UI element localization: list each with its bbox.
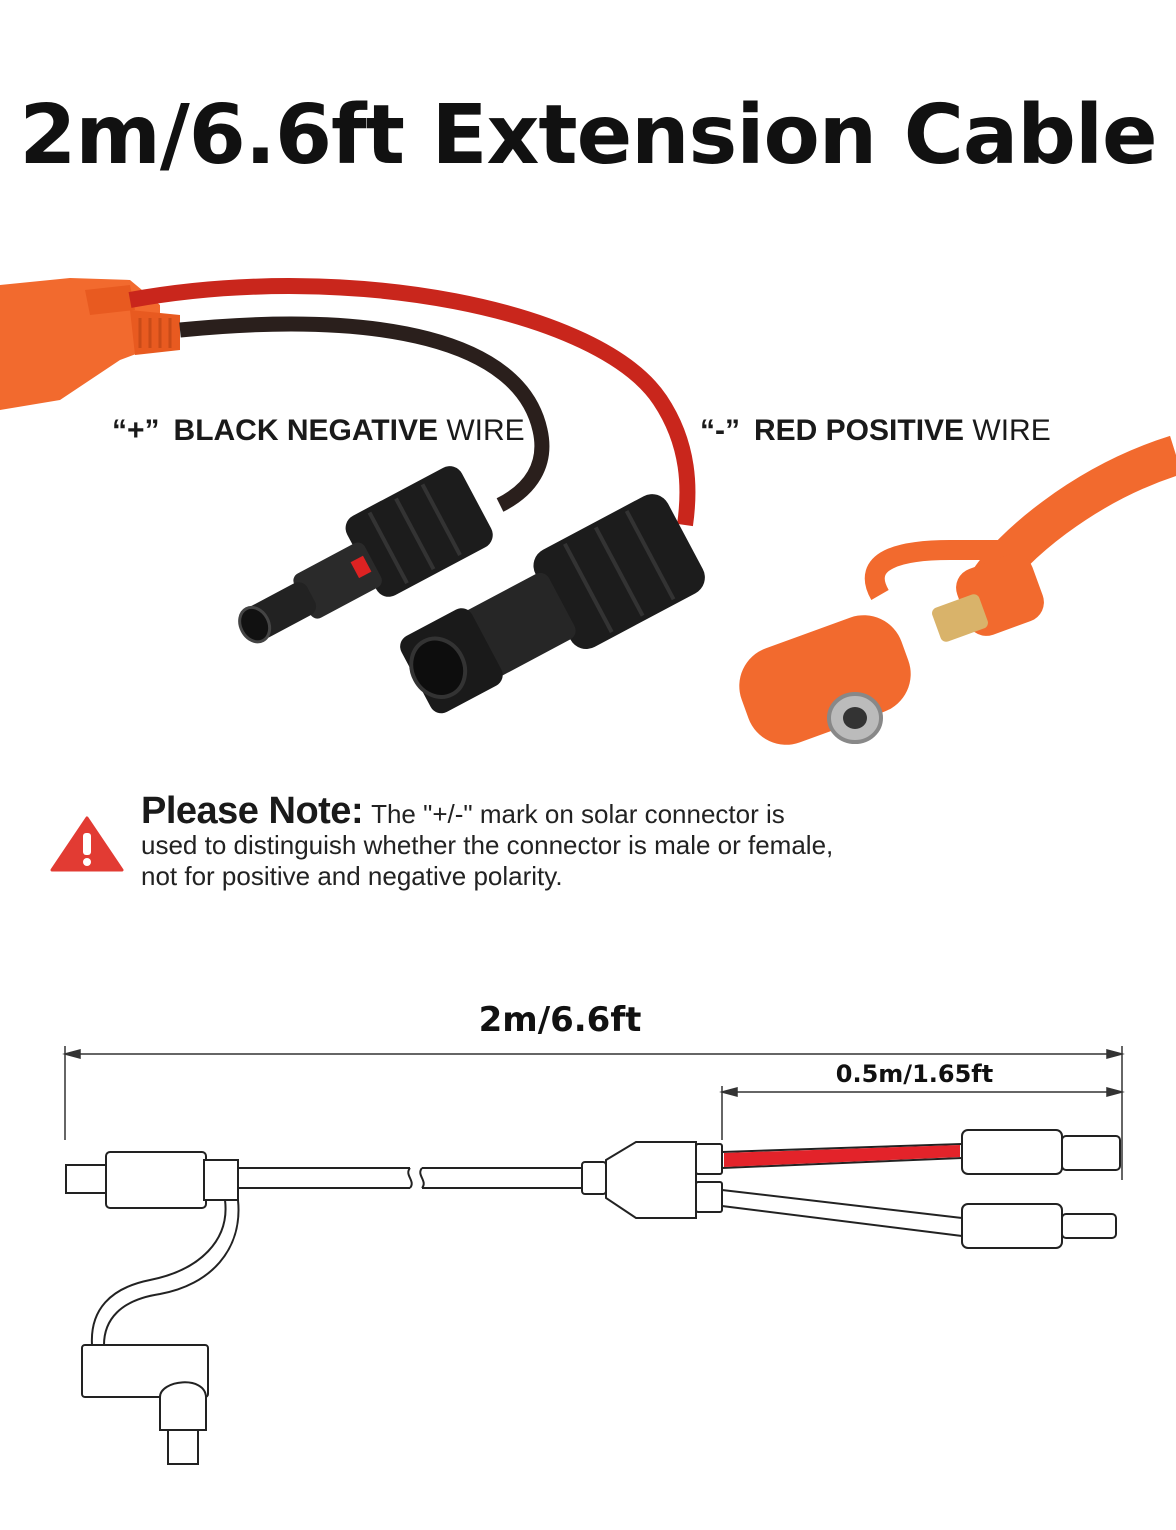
note-heading: Please Note: <box>141 790 364 832</box>
black-wire-icon <box>179 316 550 512</box>
red-positive-wire-label: “-” RED POSITIVE WIRE <box>700 414 1051 448</box>
total-length-label: 2m/6.6ft <box>478 1000 642 1040</box>
red-wire-icon <box>128 278 696 527</box>
cable-dimension-diagram <box>62 1046 1125 1465</box>
note-body: The "+/-" mark on solar connector is use… <box>141 799 834 891</box>
mc4-male-connector-icon <box>238 466 493 644</box>
black-wire-bold-label: BLACK NEGATIVE <box>173 414 438 447</box>
red-wire-bold-label: RED POSITIVE <box>754 414 965 447</box>
page-title: 2m/6.6ft Extension Cable <box>19 88 1157 183</box>
black-wire-mark: “+” <box>112 414 160 447</box>
diagram-red-wire <box>724 1145 960 1167</box>
black-negative-wire-label: “+” BLACK NEGATIVE WIRE <box>112 414 525 448</box>
note-text: Please Note:The "+/-" mark on solar conn… <box>141 792 841 892</box>
red-wire-suffix: WIRE <box>964 414 1051 447</box>
y-splitter-icon <box>0 278 180 410</box>
branch-length-label: 0.5m/1.65ft <box>835 1060 994 1088</box>
black-wire-suffix: WIRE <box>437 414 525 447</box>
product-photo <box>0 278 1176 745</box>
warning-triangle-icon <box>50 816 124 872</box>
mc4-female-connector-icon <box>400 494 705 714</box>
dc-plug-icon <box>739 540 1044 745</box>
red-wire-mark: “-” <box>700 414 740 447</box>
